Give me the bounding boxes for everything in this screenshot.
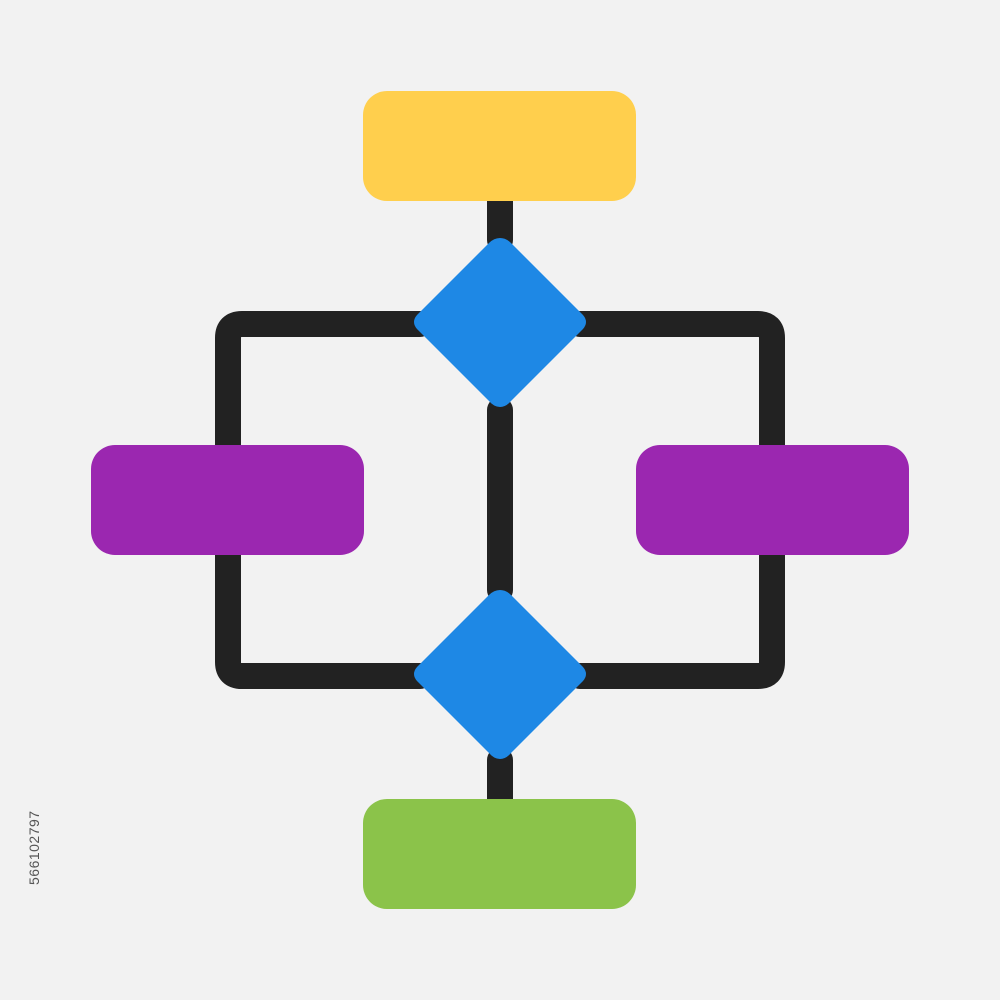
stock-id-label: 566102797: [26, 810, 42, 885]
start-node: [363, 91, 636, 201]
process-node-right: [636, 445, 909, 555]
end-node: [363, 799, 636, 909]
decision-node-bottom: [414, 590, 586, 759]
process-node-left: [91, 445, 364, 555]
decision-node-top: [414, 238, 586, 407]
